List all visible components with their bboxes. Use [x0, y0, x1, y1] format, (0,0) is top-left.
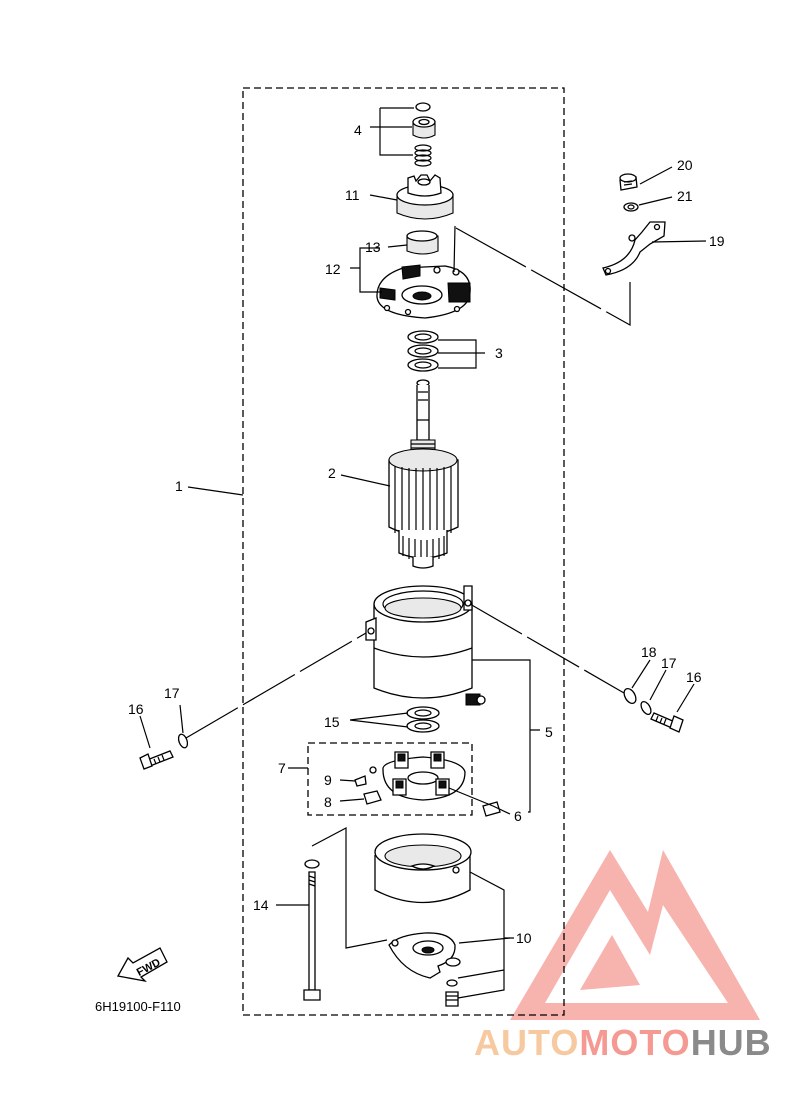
part-8-brush [339, 790, 382, 805]
part-11-pinion-gear [369, 174, 454, 220]
callout-11: 11 [345, 187, 360, 203]
part-16-17-left-bolt [139, 632, 367, 770]
callout-19: 19 [709, 233, 725, 249]
callout-10: 10 [516, 930, 532, 946]
watermark-brand: AUTOMOTOHUB [474, 1022, 772, 1064]
callout-6: 6 [514, 808, 522, 824]
fwd-arrow-icon: FWD [116, 947, 168, 983]
callout-12: 12 [325, 261, 341, 277]
part-6-brush [448, 787, 511, 817]
part-7-brush-holder [288, 742, 473, 816]
watermark-part-moto: MOTO [579, 1022, 691, 1063]
watermark-part-hub: HUB [690, 1022, 772, 1063]
callout-4: 4 [354, 122, 362, 138]
part-2-armature [340, 379, 459, 569]
callout-14: 14 [253, 897, 269, 913]
part-13-collar [387, 230, 439, 255]
drawing-code: 6H19100-F110 [95, 999, 181, 1014]
callout-5: 5 [545, 724, 553, 740]
callout-7: 7 [278, 760, 286, 776]
part-16-17-18-right-bolt [469, 603, 695, 733]
part-12-front-bracket [350, 225, 471, 319]
part-19-20-21-bracket [455, 166, 707, 327]
part-15-shims [349, 706, 440, 733]
callout-16-left: 16 [128, 701, 144, 717]
callout-9: 9 [324, 772, 332, 788]
assembly-boundary [242, 87, 565, 1016]
callout-17-left: 17 [164, 685, 180, 701]
callout-21: 21 [677, 188, 693, 204]
callout-1: 1 [175, 478, 183, 494]
callout-16-right: 16 [686, 669, 702, 685]
part-3-washers [407, 330, 485, 372]
callout-numbers: 1 2 3 4 5 6 7 8 9 10 11 12 13 14 15 16 1… [128, 122, 725, 946]
watermark-part-auto: AUTO [474, 1022, 580, 1063]
part-5-yoke [365, 585, 540, 813]
callout-8: 8 [324, 794, 332, 810]
watermark-logo [510, 850, 760, 1020]
part-10-rear-cover [374, 833, 514, 1007]
callout-18: 18 [641, 644, 657, 660]
part-14-through-bolt [276, 827, 388, 1001]
callout-3: 3 [495, 345, 503, 361]
part-4-clip-spring-set [370, 102, 436, 167]
callout-2: 2 [328, 465, 336, 481]
callout-15: 15 [324, 714, 340, 730]
callout-20: 20 [677, 157, 693, 173]
callout-13: 13 [365, 239, 381, 255]
part-1-leader [187, 486, 244, 496]
callout-17-right: 17 [661, 655, 677, 671]
part-9-brush-spring [339, 775, 367, 787]
